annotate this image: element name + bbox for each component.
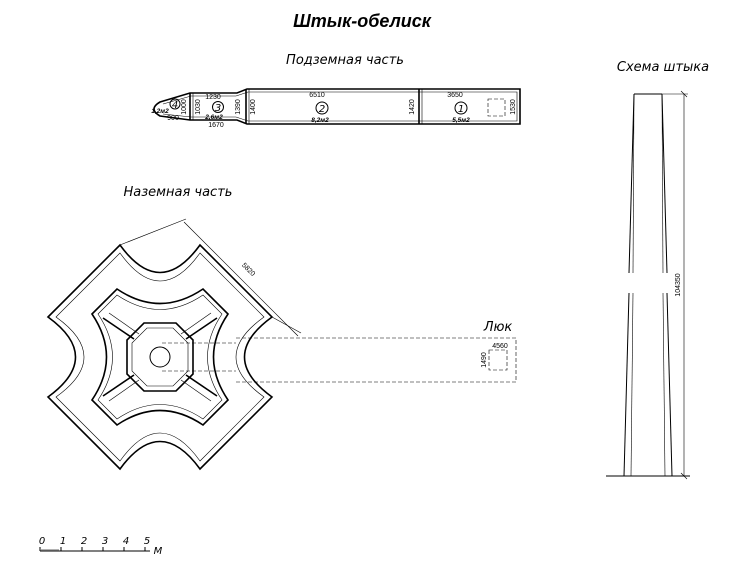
diagonal-ext-b bbox=[271, 316, 302, 334]
underground-section: Подземная часть 4 1,2м2 900 1000 3 2,6м2… bbox=[151, 53, 521, 129]
scale-tick-4: 4 bbox=[123, 536, 129, 547]
section-3-area: 2,6м2 bbox=[204, 114, 223, 121]
page-title: Штык-обелиск bbox=[293, 11, 432, 31]
diagonal-ext-a bbox=[119, 218, 187, 246]
scheme-height: 104350 bbox=[675, 273, 682, 296]
center-octagon bbox=[126, 322, 194, 392]
section-3-marker bbox=[212, 101, 224, 113]
hatch-section: Люк 4560 1490 bbox=[162, 320, 517, 383]
hatch-width: 4560 bbox=[492, 343, 508, 350]
scale-unit: М bbox=[154, 546, 163, 557]
scale-tick-0: 0 bbox=[39, 536, 45, 547]
section-3-height-right: 1390 bbox=[235, 99, 242, 115]
arm-ne-a bbox=[185, 317, 218, 340]
section-2-number: 2 bbox=[319, 104, 325, 115]
section-2-area: 8,2м2 bbox=[311, 117, 329, 124]
underground-label: Подземная часть bbox=[286, 53, 404, 68]
section-4-area: 1,2м2 bbox=[151, 108, 169, 115]
hatch-square bbox=[488, 349, 508, 371]
scheme-height-tick-bottom bbox=[680, 472, 688, 480]
scheme-section: Схема штыка 104350 bbox=[606, 60, 709, 480]
section-1-marker bbox=[454, 101, 468, 115]
section-4-width: 900 bbox=[167, 115, 179, 122]
section-1-area: 5,5м2 bbox=[452, 117, 470, 124]
arm-sw-b bbox=[108, 379, 140, 402]
scale-bar: 0 1 2 3 4 5 М bbox=[39, 536, 163, 557]
hatch-height: 1490 bbox=[481, 352, 488, 368]
underground-inner-outline bbox=[162, 91, 518, 122]
hatch-projection bbox=[236, 337, 517, 383]
scale-minor-ticks bbox=[41, 549, 59, 551]
scheme-left-lower bbox=[623, 292, 630, 477]
section-2-marker bbox=[315, 101, 329, 115]
arm-nw-b bbox=[108, 312, 140, 335]
arm-se-a bbox=[185, 374, 218, 397]
scale-tick-1: 1 bbox=[60, 536, 66, 547]
arm-nw-a bbox=[102, 317, 135, 340]
scheme-right-inner-lower bbox=[662, 292, 666, 477]
section-1-height: 1530 bbox=[510, 99, 517, 115]
scale-tick-5: 5 bbox=[144, 536, 150, 547]
aboveground-label: Наземная часть bbox=[124, 185, 233, 200]
scheme-label: Схема штыка bbox=[617, 60, 709, 75]
section-2-width: 6510 bbox=[309, 92, 325, 99]
cross-outline-outer-inner bbox=[55, 252, 265, 462]
diagonal-dimension-line bbox=[183, 221, 299, 337]
section-3-height-left: 1030 bbox=[195, 99, 202, 115]
section-4-height: 1000 bbox=[181, 99, 188, 115]
scheme-height-tick-top bbox=[680, 90, 688, 98]
scheme-left-inner-upper bbox=[632, 93, 635, 274]
scheme-left-upper bbox=[628, 93, 635, 274]
scale-tick-3: 3 bbox=[102, 536, 108, 547]
center-circle bbox=[149, 346, 171, 368]
section-2-height-left: 1400 bbox=[250, 99, 257, 115]
underground-outline bbox=[153, 88, 521, 125]
section-1-width: 3650 bbox=[447, 92, 463, 99]
scale-tick-2: 2 bbox=[81, 536, 87, 547]
scheme-right-lower bbox=[666, 292, 673, 477]
arm-se-b bbox=[180, 379, 212, 402]
aboveground-section: Наземная часть 5820 bbox=[46, 185, 302, 471]
section-3-width-top: 1230 bbox=[205, 94, 221, 101]
arm-sw-a bbox=[102, 374, 135, 397]
section-3-number: 3 bbox=[215, 103, 221, 114]
underground-hatch bbox=[487, 98, 506, 117]
section-4-number: 4 bbox=[172, 100, 178, 111]
section-2-height-right: 1420 bbox=[409, 99, 416, 115]
cross-outline-inner-b bbox=[97, 294, 223, 420]
center-octagon-inner bbox=[131, 327, 189, 387]
section-4-marker bbox=[169, 98, 181, 110]
hatch-label: Люк bbox=[483, 320, 513, 335]
cross-outline-outer bbox=[46, 243, 274, 471]
scheme-right-upper bbox=[661, 93, 668, 274]
section-1-number: 1 bbox=[458, 104, 464, 115]
cross-outline-inner bbox=[90, 287, 230, 427]
scheme-left-inner-lower bbox=[630, 292, 634, 477]
scheme-right-inner-upper bbox=[661, 93, 664, 274]
diagonal-dimension: 5820 bbox=[240, 262, 256, 278]
arm-ne-b bbox=[180, 312, 212, 335]
section-3-width-bottom: 1670 bbox=[208, 122, 224, 129]
